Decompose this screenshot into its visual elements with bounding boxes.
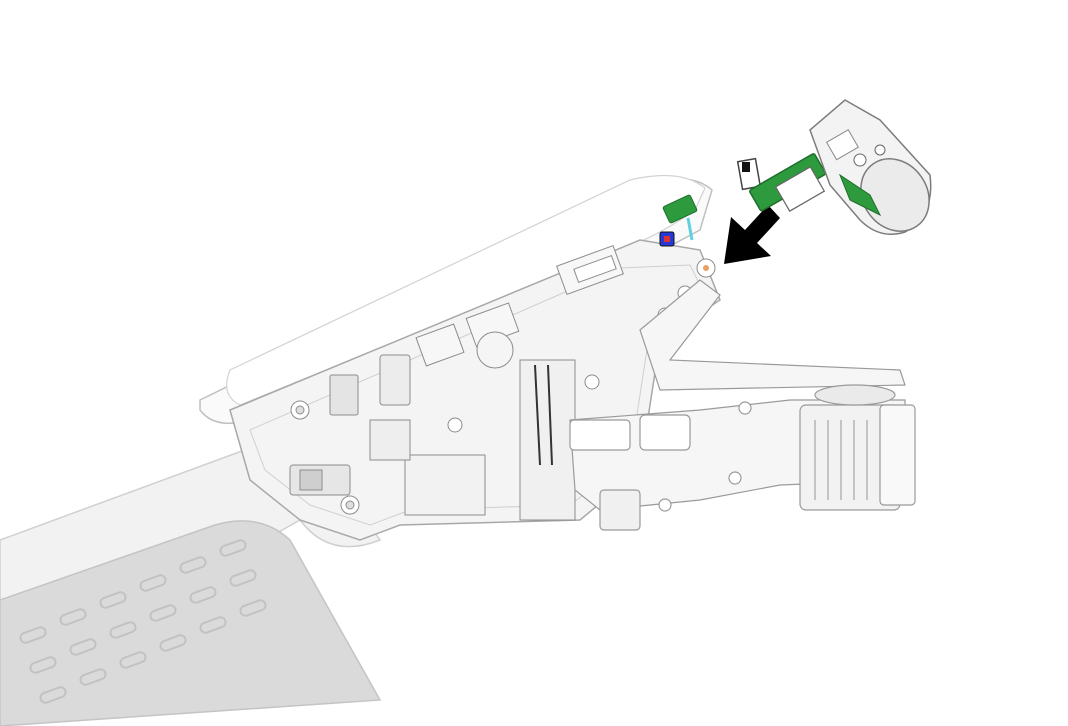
arrow-down-left-icon	[724, 205, 780, 264]
pcb-board	[662, 194, 698, 224]
arm-assembly	[569, 279, 916, 531]
component-block-b	[329, 374, 359, 416]
component-block-e	[404, 454, 486, 516]
camera-pcb-edge	[838, 173, 882, 217]
housing-lid-face	[226, 174, 706, 406]
grip-texture	[19, 539, 267, 704]
gear-round	[476, 331, 514, 369]
camera-bracket	[774, 166, 826, 212]
component-block-f	[369, 419, 411, 461]
mount-post	[599, 489, 641, 531]
cable-cyan	[686, 217, 694, 241]
connector-red	[664, 236, 670, 242]
internal-components	[289, 245, 716, 521]
hinge-cylinder	[639, 414, 691, 451]
motor-cap	[879, 404, 916, 506]
component-block-a	[379, 354, 411, 406]
camera-module-icon	[736, 99, 932, 235]
handle-grip	[0, 520, 382, 726]
screw-3	[447, 417, 463, 433]
arm-upper	[639, 279, 906, 391]
hinge-block	[569, 419, 631, 451]
bracket-plate	[519, 359, 576, 521]
screw-4	[584, 374, 600, 390]
component-block-c	[415, 323, 465, 367]
internal-pcb	[659, 194, 698, 247]
bearing-top	[814, 384, 896, 406]
